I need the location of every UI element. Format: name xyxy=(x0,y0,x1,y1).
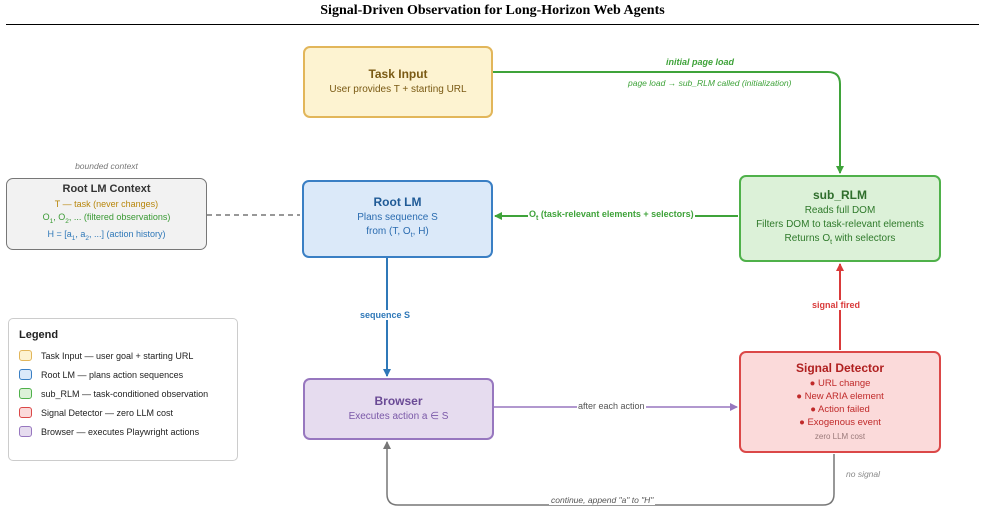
context-caption: bounded context xyxy=(75,161,138,171)
sub-rlm-line1: Reads full DOM xyxy=(804,204,876,216)
root-lm-title: Root LM xyxy=(373,195,422,209)
node-browser: Browser Executes action a ∈ S xyxy=(303,378,494,440)
title-rule xyxy=(6,24,979,25)
sub-rlm-line3-sub: t xyxy=(830,238,833,246)
signal-item: ● Action failed xyxy=(810,403,870,415)
ctx-obs-s1: 1 xyxy=(49,217,54,225)
edge-nosignal-loop xyxy=(383,441,835,506)
ctx-obs-b: , O xyxy=(53,211,66,222)
label-continue-append: continue, append "a" to "H" xyxy=(549,495,656,505)
signal-detector-cost: zero LLM cost xyxy=(814,431,866,441)
task-input-desc: User provides T + starting URL xyxy=(329,84,467,95)
legend-swatch xyxy=(19,426,32,437)
legend-item: Root LM — plans action sequences xyxy=(19,365,227,384)
sub-rlm-title: sub_RLM xyxy=(813,187,867,202)
task-input-title: Task Input xyxy=(368,67,428,81)
label-ot-text: (task-relevant elements + selectors) xyxy=(538,209,694,219)
legend: Legend Task Input — user goal + starting… xyxy=(8,318,238,461)
legend-title: Legend xyxy=(19,329,59,341)
root-lm-line2-post: , H) xyxy=(412,226,429,237)
legend-label: sub_RLM — task-conditioned observation xyxy=(41,388,209,399)
sub-rlm-line3-pre: Returns O xyxy=(784,232,831,244)
ctx-hist-s1: 1 xyxy=(71,235,76,243)
node-root-lm-context: Root LM Context T — task (never changes)… xyxy=(6,178,207,250)
label-ot-observation: Ot (task-relevant elements + selectors) xyxy=(528,209,695,222)
node-signal-detector: Signal Detector ● URL change ● New ARIA … xyxy=(739,351,941,453)
ctx-hist-c: , ...] (action history) xyxy=(89,229,166,240)
legend-label: Browser — executes Playwright actions xyxy=(41,426,200,437)
node-sub-rlm: sub_RLM Reads full DOM Filters DOM to ta… xyxy=(739,175,941,262)
signal-item: ● URL change xyxy=(809,377,871,389)
legend-item: Signal Detector — zero LLM cost xyxy=(19,403,227,422)
label-page-load-call: page load → sub_RLM called (initializati… xyxy=(628,78,792,88)
ctx-obs-s2: 2 xyxy=(65,217,69,225)
label-ot-subscript: t xyxy=(536,214,539,222)
ctx-hist-s2: 2 xyxy=(85,235,89,243)
sub-rlm-line3: Returns Ot with selectors xyxy=(785,232,896,250)
edge-task-to-sub xyxy=(493,71,844,174)
context-line-task: T — task (never changes) xyxy=(54,199,159,210)
ctx-hist-b: , a xyxy=(75,229,86,240)
ctx-hist-a: H = [a xyxy=(47,229,72,240)
label-initial-page-load: initial page load xyxy=(666,57,735,67)
browser-desc: Executes action a ∈ S xyxy=(348,411,449,422)
ctx-obs-a: O xyxy=(42,211,50,222)
signal-item: ● New ARIA element xyxy=(796,390,884,402)
label-no-signal: no signal xyxy=(846,469,881,479)
context-title: Root LM Context xyxy=(62,183,151,196)
root-lm-line2-pre: from (T, O xyxy=(366,226,411,237)
legend-label: Signal Detector — zero LLM cost xyxy=(41,407,174,418)
sub-rlm-line2: Filters DOM to task-relevant elements xyxy=(756,218,924,230)
diagram-title: Signal-Driven Observation for Long-Horiz… xyxy=(320,3,665,18)
label-sequence-s: sequence S xyxy=(358,310,413,320)
legend-item: sub_RLM — task-conditioned observation xyxy=(19,384,227,403)
legend-swatch xyxy=(19,369,32,380)
node-root-lm: Root LM Plans sequence S from (T, Ot, H) xyxy=(302,180,493,258)
legend-swatch xyxy=(19,350,32,361)
signal-item: ● Exogenous event xyxy=(799,416,881,428)
legend-label: Task Input — user goal + starting URL xyxy=(41,350,194,361)
label-signal-fired: signal fired xyxy=(810,300,863,310)
node-task-input: Task Input User provides T + starting UR… xyxy=(303,46,493,118)
legend-swatch xyxy=(19,388,32,399)
sub-rlm-line3-post: with selectors xyxy=(832,232,896,244)
label-ot-symbol: O xyxy=(529,209,537,219)
ctx-obs-c: , ... (filtered observations) xyxy=(68,211,171,222)
legend-label: Root LM — plans action sequences xyxy=(41,369,184,380)
signal-detector-title: Signal Detector xyxy=(795,360,885,375)
legend-swatch xyxy=(19,407,32,418)
root-lm-line2-sub: t xyxy=(410,232,413,239)
root-lm-line1: Plans sequence S xyxy=(357,212,438,223)
legend-item: Browser — executes Playwright actions xyxy=(19,422,227,441)
context-line-history: H = [a1, a2, ...] (action history) xyxy=(47,228,165,245)
root-lm-line2: from (T, Ot, H) xyxy=(366,225,429,243)
legend-item: Task Input — user goal + starting URL xyxy=(19,346,227,365)
label-after-each-action: after each action xyxy=(577,401,646,411)
browser-title: Browser xyxy=(374,394,423,408)
context-line-observations: O1, O2, ... (filtered observations) xyxy=(43,211,171,228)
